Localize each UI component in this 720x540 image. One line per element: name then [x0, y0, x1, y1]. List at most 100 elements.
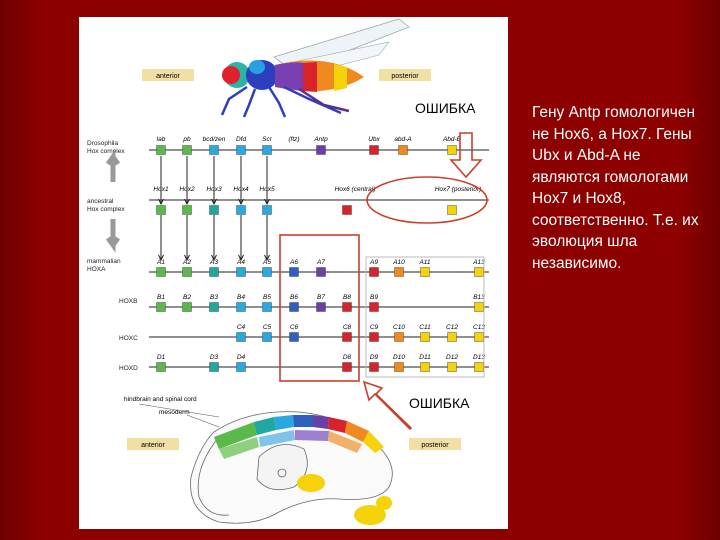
gene-box-d-3: [342, 362, 352, 372]
gene-label-a-5: A6: [289, 259, 298, 266]
gene-label-c-3: C8: [343, 324, 352, 331]
gene-box-dros-8: [398, 145, 408, 155]
gene-box-anc-3: [236, 205, 246, 215]
gene-box-anc-0: [156, 205, 166, 215]
gene-box-dros-6: [316, 145, 326, 155]
gene-label-d-7: D12: [446, 354, 458, 361]
gene-box-a-9: [420, 267, 430, 277]
homology-arrow: [158, 215, 164, 262]
gene-label-c-8: C13: [473, 324, 485, 331]
gene-label-c-4: C9: [370, 324, 379, 331]
gene-label-d-3: D8: [343, 354, 352, 361]
embryo-illustration: hindbrain and spinal cord mesoderm: [124, 396, 393, 525]
gene-label-b-4: B5: [263, 294, 271, 301]
homology-arrow: [211, 215, 217, 262]
gene-label-b-1: B2: [183, 294, 191, 301]
gene-label-c-2: C6: [290, 324, 299, 331]
fly-illustration: [220, 18, 410, 118]
gene-box-a-2: [209, 267, 219, 277]
gene-label-c-7: C12: [446, 324, 458, 331]
row-label-drosophila-line2: Hox complex: [87, 148, 125, 155]
gene-label-dros-2: bcd/zen: [203, 136, 226, 143]
error-label-top: ОШИБКА: [415, 100, 476, 116]
gene-label-dros-9: Abd-B: [442, 136, 462, 143]
gene-box-a-7: [369, 267, 379, 277]
gene-label-dros-0: lab: [157, 136, 166, 143]
mouse-anterior-label: anterior: [141, 442, 165, 449]
gene-label-c-0: C4: [237, 324, 246, 331]
homology-arrow: [211, 156, 217, 206]
gene-box-c-3: [342, 332, 352, 342]
gene-box-a-0: [156, 267, 166, 277]
gene-label-a-2: A3: [209, 259, 218, 266]
gene-label-a-1: A2: [182, 259, 191, 266]
gene-box-dros-1: [182, 145, 192, 155]
gene-box-anc-1: [182, 205, 192, 215]
gene-box-anc-4: [262, 205, 272, 215]
gene-box-a-4: [262, 267, 272, 277]
gene-label-d-8: D13: [473, 354, 485, 361]
gene-box-a-8: [394, 267, 404, 277]
down-outline-arrow-icon: [449, 132, 483, 179]
diagonal-outline-arrow-icon: [362, 380, 413, 431]
gene-box-a-10: [474, 267, 484, 277]
gene-box-d-4: [369, 362, 379, 372]
paralog-group-box: [365, 256, 485, 378]
row-label-ancestral-line2: Hox complex: [87, 206, 125, 213]
gene-box-b-5: [289, 302, 299, 312]
gene-box-anc-2: [209, 205, 219, 215]
mouse-anterior-bar: [127, 438, 179, 450]
gene-box-c-4: [369, 332, 379, 342]
homology-arrow: [264, 215, 270, 262]
gene-label-b-2: B3: [210, 294, 218, 301]
row-label-mammalian-line1: mammalian: [87, 258, 121, 265]
gene-label-a-3: A4: [236, 259, 245, 266]
row-label-hoxd: HOXD: [119, 365, 138, 372]
up-arrow-icon: [105, 149, 121, 182]
gene-box-b-1: [182, 302, 192, 312]
gene-label-b-8: B9: [370, 294, 378, 301]
gene-label-a-10: A13: [472, 259, 485, 266]
homology-arrow: [264, 156, 270, 206]
homology-arrow: [238, 156, 244, 206]
row-label-hoxb: HOXB: [119, 298, 137, 305]
gene-label-dros-5: (ftz): [288, 136, 299, 143]
gene-label-c-6: C11: [419, 324, 431, 331]
gene-box-anc-6: [447, 205, 457, 215]
gene-box-d-5: [394, 362, 404, 372]
gene-box-anc-5: [342, 205, 352, 215]
gene-box-b-6: [316, 302, 326, 312]
error-label-bottom: ОШИБКА: [409, 395, 470, 411]
gene-box-c-1: [262, 332, 272, 342]
homology-arrow: [184, 215, 190, 262]
gene-label-anc-5: Hox6 (central): [335, 186, 376, 193]
fly-posterior-label: posterior: [391, 73, 419, 80]
gene-box-d-0: [156, 362, 166, 372]
gene-box-c-2: [289, 332, 299, 342]
gene-box-c-0: [236, 332, 246, 342]
gene-label-a-8: A10: [392, 259, 405, 266]
gene-box-c-7: [447, 332, 457, 342]
gene-box-c-6: [420, 332, 430, 342]
gene-box-b-4: [262, 302, 272, 312]
gene-label-d-5: D10: [393, 354, 405, 361]
gene-box-b-9: [474, 302, 484, 312]
homology-arrow: [158, 156, 164, 206]
gene-label-d-6: D11: [419, 354, 431, 361]
gene-box-d-1: [209, 362, 219, 372]
gene-box-dros-4: [262, 145, 272, 155]
gene-label-b-7: B8: [343, 294, 351, 301]
gene-label-a-6: A7: [316, 259, 325, 266]
gene-box-b-8: [369, 302, 379, 312]
gene-label-c-5: C10: [393, 324, 405, 331]
row-label-drosophila-line1: Drosophila: [87, 140, 118, 147]
gene-label-dros-1: pb: [182, 136, 191, 143]
gene-label-d-2: D4: [237, 354, 246, 361]
gene-label-c-1: C5: [263, 324, 272, 331]
gene-box-dros-7: [369, 145, 379, 155]
explanation-text: Гену Antp гомологичен не Hox6, а Hox7. Г…: [532, 104, 699, 272]
gene-label-a-4: A5: [262, 259, 271, 266]
